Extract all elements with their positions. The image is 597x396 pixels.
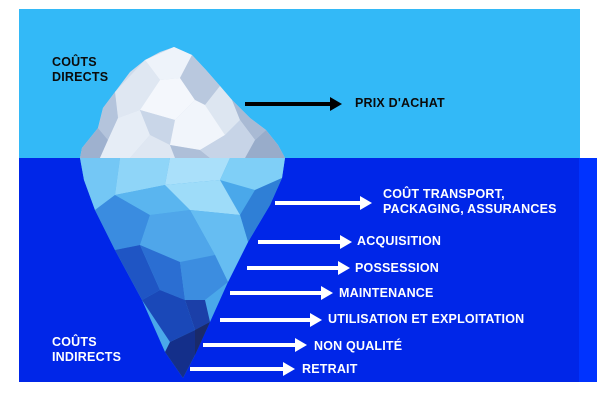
arrow-head (360, 196, 372, 210)
arrow-head (338, 261, 350, 275)
cost-arrows (190, 97, 372, 376)
arrow-maintenance (230, 286, 333, 300)
arrow-transport (275, 196, 372, 210)
cost-label-non-quality: NON QUALITÉ (314, 339, 403, 353)
arrow-head (283, 362, 295, 376)
arrow-shaft (230, 291, 323, 295)
direct-costs-label: COÛTS DIRECTS (52, 55, 108, 85)
arrow-non-quality (203, 338, 307, 352)
arrow-acquisition (258, 235, 352, 249)
arrow-head (340, 235, 352, 249)
arrow-shaft (275, 201, 362, 205)
cost-label-retirement: RETRAIT (302, 362, 358, 376)
direct-costs-line-2: DIRECTS (52, 70, 109, 84)
arrow-shaft (220, 318, 312, 322)
cost-label-transport: COÛT TRANSPORT, PACKAGING, ASSURANCES (383, 187, 557, 217)
indirect-costs-line-2: INDIRECTS (52, 350, 122, 364)
cost-label-usage: UTILISATION ET EXPLOITATION (328, 312, 525, 326)
indirect-costs-line-1: COÛTS (52, 335, 97, 349)
arrow-shaft (245, 102, 332, 106)
arrow-head (310, 313, 322, 327)
cost-label-transport-line-1: COÛT TRANSPORT, (383, 187, 505, 201)
arrow-head (321, 286, 333, 300)
arrow-shaft (190, 367, 285, 371)
arrow-head (295, 338, 307, 352)
arrow-shaft (247, 266, 340, 270)
arrow-purchase-price (245, 97, 342, 111)
cost-label-maintenance: MAINTENANCE (339, 286, 434, 300)
iceberg-body (80, 158, 285, 378)
iceberg-tip (80, 47, 285, 158)
cost-label-acquisition: ACQUISITION (357, 234, 442, 248)
cost-label-possession: POSSESSION (355, 261, 439, 275)
direct-costs-line-1: COÛTS (52, 55, 97, 69)
arrow-retirement (190, 362, 295, 376)
arrow-shaft (203, 343, 297, 347)
indirect-costs-label: COÛTS INDIRECTS (52, 335, 121, 365)
arrow-shaft (258, 240, 342, 244)
arrow-possession (247, 261, 350, 275)
arrow-usage (220, 313, 322, 327)
arrow-head (330, 97, 342, 111)
cost-label-purchase-price: PRIX D'ACHAT (355, 96, 445, 110)
sea-right-strip (579, 158, 597, 382)
cost-label-transport-line-2: PACKAGING, ASSURANCES (383, 202, 557, 216)
